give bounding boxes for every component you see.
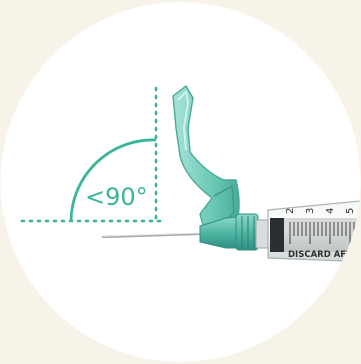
scale-number: 4 — [325, 208, 336, 214]
scale-number: 5 — [345, 208, 356, 214]
scale-number: 2 — [285, 208, 296, 214]
scale-number: 3 — [305, 208, 316, 214]
angle-label: <90° — [85, 183, 148, 211]
barrel-print: DISCARD AFTE — [288, 250, 358, 260]
syringe-barrel: 2 3 4 5 DISCARD AFTE — [268, 200, 361, 262]
plunger-stopper — [270, 218, 284, 252]
